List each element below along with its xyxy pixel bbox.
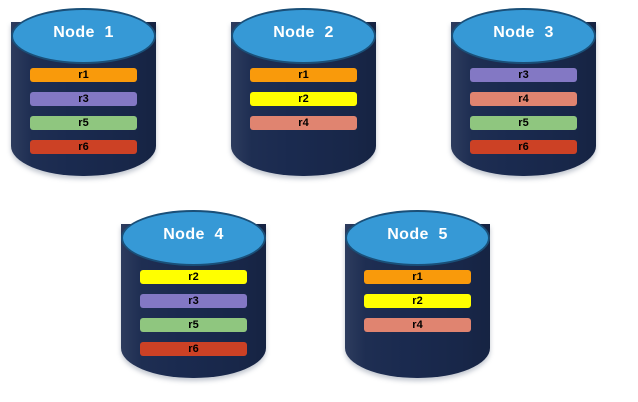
replica-list: r3 r4 r5 r6: [470, 68, 577, 154]
replica-bar[interactable]: r3: [140, 294, 247, 308]
replica-list: r2 r3 r5 r6: [140, 270, 247, 356]
replica-list: r1 r3 r5 r6: [30, 68, 137, 154]
cylinder-top-ellipse: [345, 210, 490, 266]
replica-bar[interactable]: r1: [364, 270, 471, 284]
database-node-3[interactable]: Node 3 r3 r4 r5 r6: [451, 8, 596, 188]
replica-bar[interactable]: r6: [30, 140, 137, 154]
replica-bar[interactable]: r3: [470, 68, 577, 82]
replica-bar[interactable]: r5: [140, 318, 247, 332]
replica-bar[interactable]: r5: [30, 116, 137, 130]
replica-bar[interactable]: r4: [364, 318, 471, 332]
database-node-4[interactable]: Node 4 r2 r3 r5 r6: [121, 210, 266, 390]
replica-bar[interactable]: r1: [250, 68, 357, 82]
database-node-1[interactable]: Node 1 r1 r3 r5 r6: [11, 8, 156, 188]
database-node-5[interactable]: Node 5 r1 r2 r4: [345, 210, 490, 390]
replica-bar[interactable]: r6: [140, 342, 247, 356]
replica-bar[interactable]: r2: [140, 270, 247, 284]
cylinder-top-ellipse: [451, 8, 596, 64]
replica-bar[interactable]: r4: [470, 92, 577, 106]
replica-list: r1 r2 r4: [364, 270, 471, 332]
replica-bar[interactable]: r3: [30, 92, 137, 106]
replica-bar[interactable]: r2: [250, 92, 357, 106]
node-title: Node 2: [273, 24, 334, 41]
replica-bar[interactable]: r4: [250, 116, 357, 130]
cylinder-top-ellipse: [11, 8, 156, 64]
node-title: Node 5: [387, 226, 448, 243]
node-title: Node 3: [493, 24, 554, 41]
replica-bar[interactable]: r2: [364, 294, 471, 308]
cylinder-top-ellipse: [121, 210, 266, 266]
replica-bar[interactable]: r1: [30, 68, 137, 82]
replica-bar[interactable]: r5: [470, 116, 577, 130]
node-title: Node 1: [53, 24, 114, 41]
database-node-2[interactable]: Node 2 r1 r2 r4: [231, 8, 376, 188]
replica-bar[interactable]: r6: [470, 140, 577, 154]
cylinder-top-ellipse: [231, 8, 376, 64]
replica-list: r1 r2 r4: [250, 68, 357, 130]
node-title: Node 4: [163, 226, 224, 243]
